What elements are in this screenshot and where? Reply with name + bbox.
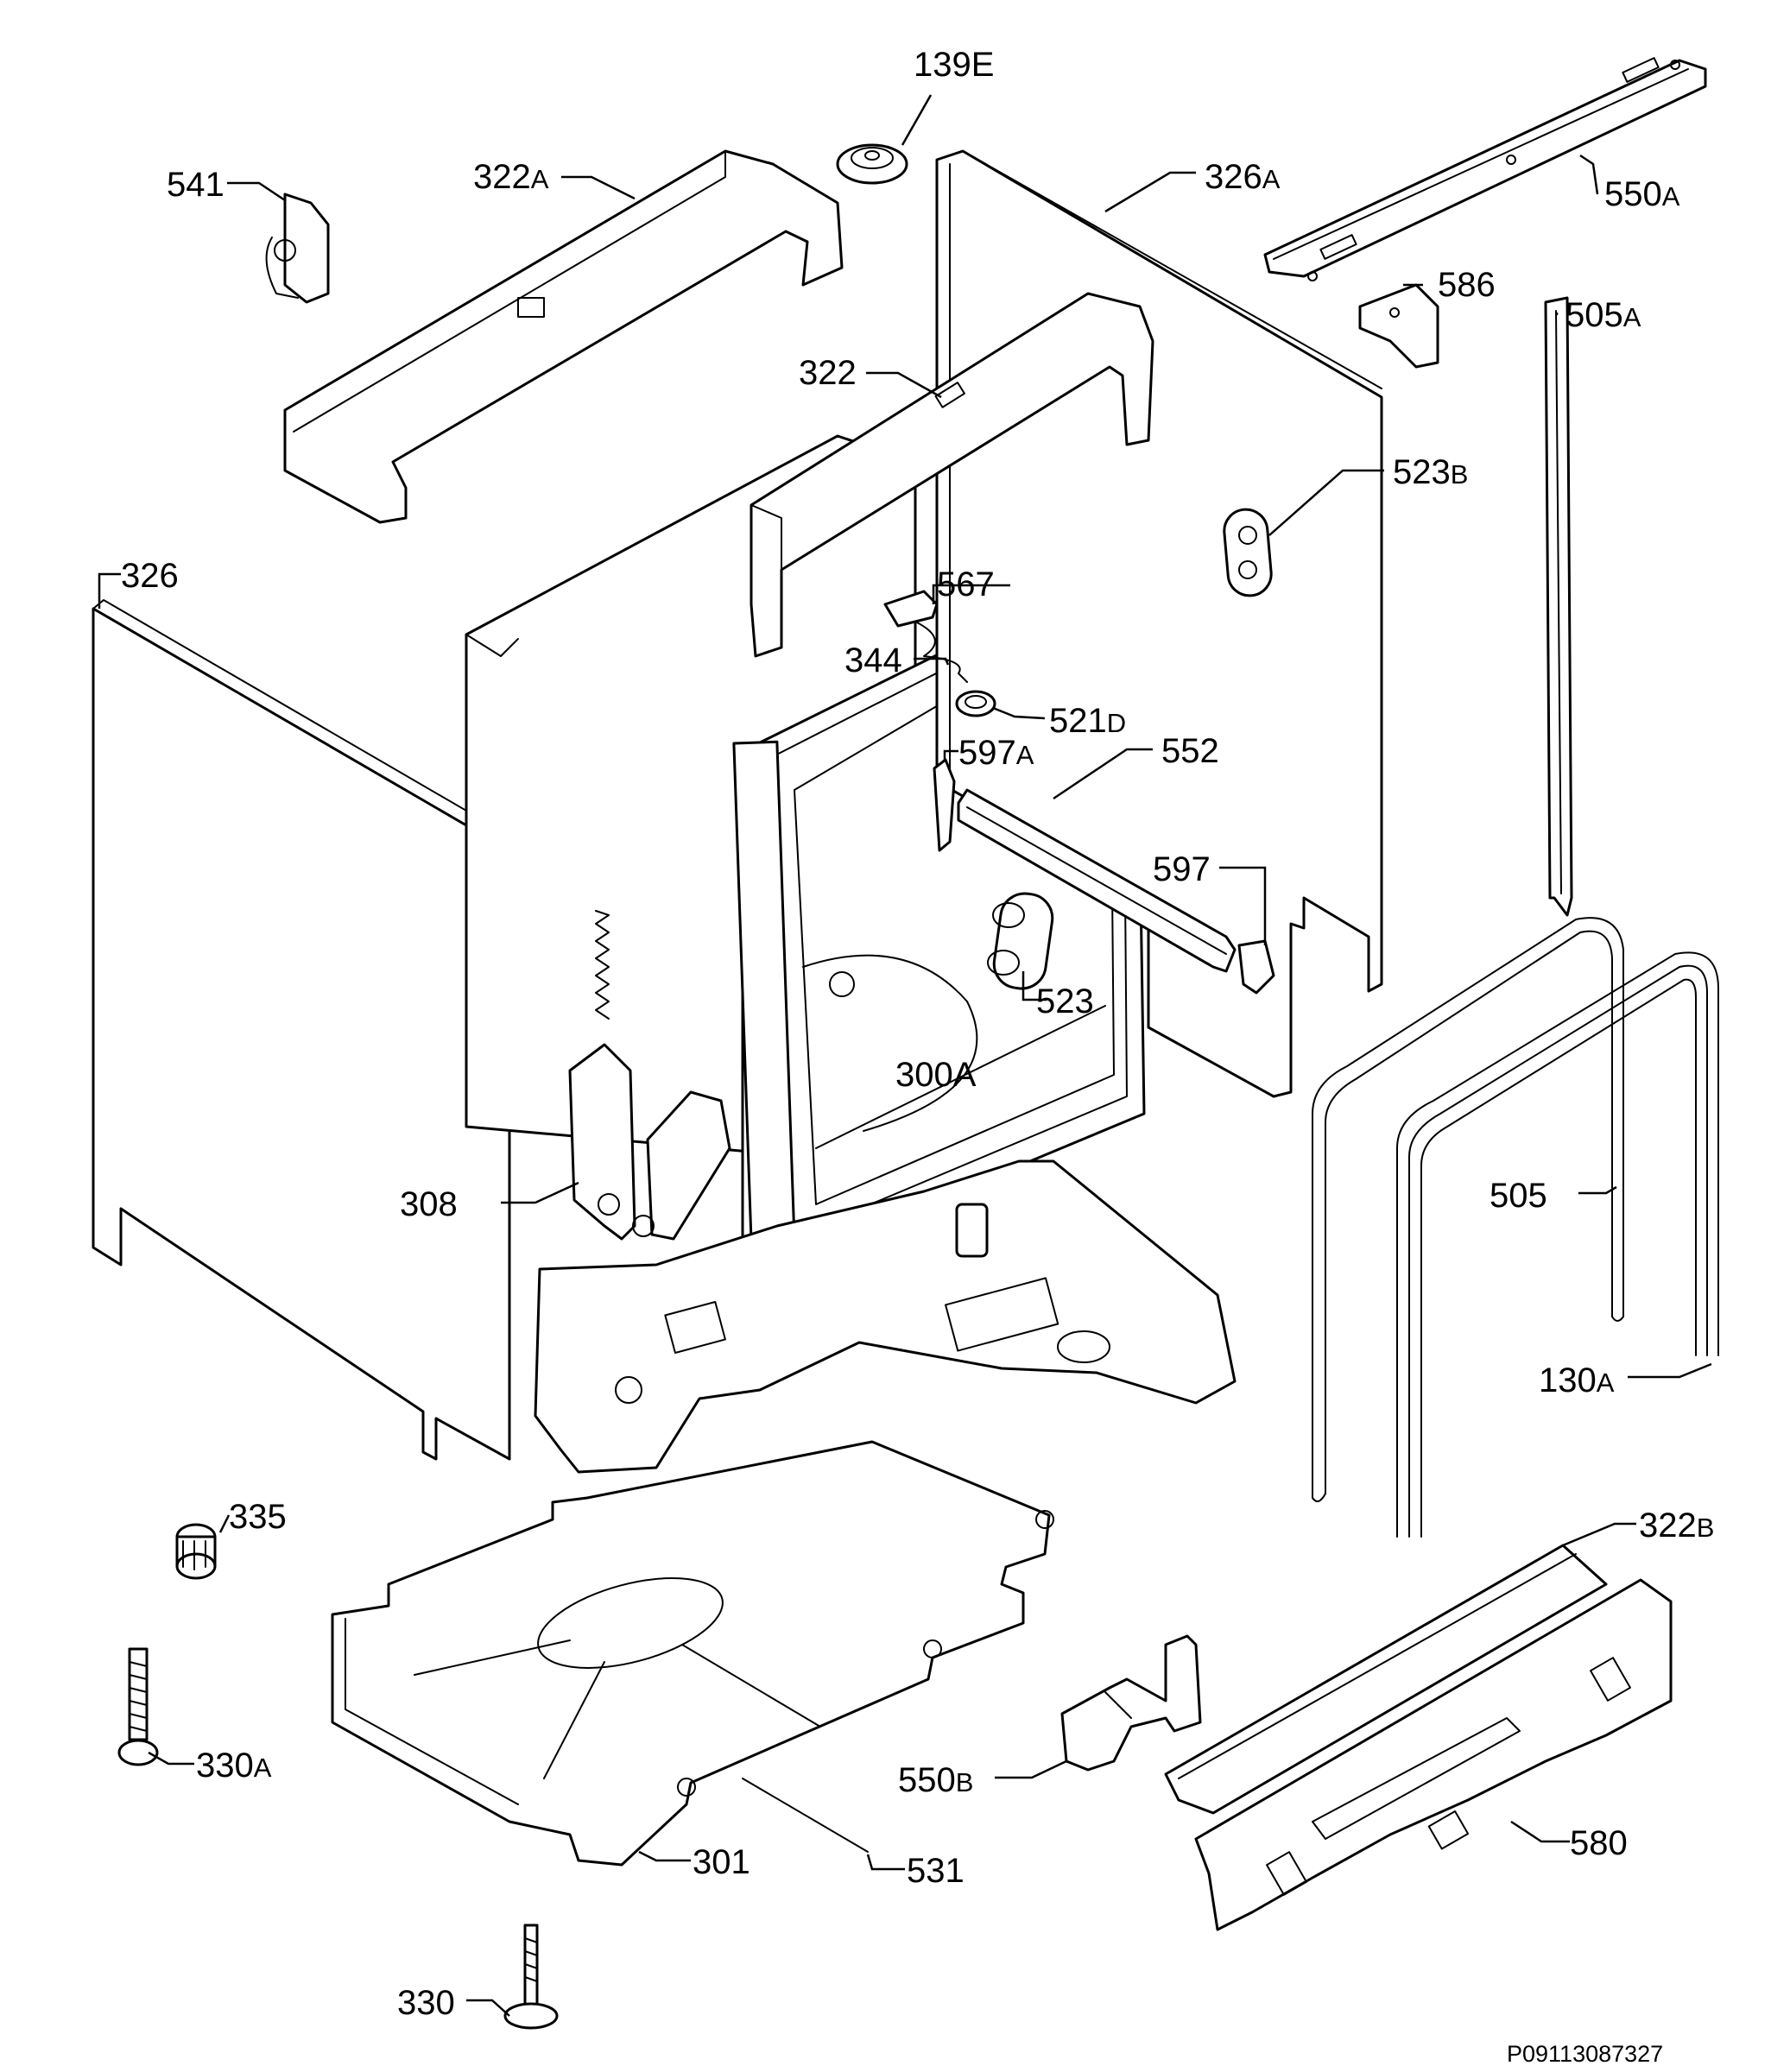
part-505A-strip (1544, 296, 1573, 917)
part-301-base-tray (331, 1440, 1054, 1867)
callout-335: 335 (229, 1498, 287, 1536)
callout-580: 580 (1570, 1824, 1628, 1862)
callout-523B: 523B (1393, 453, 1468, 491)
part-550A-mounting-bar (1263, 57, 1707, 281)
callout-505: 505 (1490, 1177, 1547, 1215)
part-335-nut (175, 1523, 217, 1580)
document-id: P09113087327 (1507, 2041, 1663, 2067)
leader-lines (98, 94, 1712, 2017)
part-330A-screw (117, 1647, 159, 1766)
callout-597: 597 (1153, 850, 1211, 888)
callout-330: 330 (397, 1984, 455, 2022)
part-586-bracket (1358, 283, 1439, 369)
part-322A-top-rail (283, 149, 844, 524)
callout-344: 344 (844, 641, 902, 679)
part-567-344-clip (883, 590, 968, 683)
callout-308: 308 (400, 1185, 458, 1223)
part-521D-ring (955, 690, 996, 717)
part-base-sump (534, 1159, 1237, 1474)
part-330-screw (503, 1924, 559, 2030)
part-326-side-panel (92, 599, 521, 1461)
callout-567: 567 (937, 565, 995, 603)
part-541-clip (265, 193, 330, 304)
callout-505A: 505A (1565, 296, 1641, 334)
callout-521D: 521D (1049, 702, 1126, 740)
part-550B-bracket (1060, 1634, 1202, 1772)
callout-552: 552 (1161, 732, 1219, 770)
part-523-grommet (987, 892, 1054, 990)
part-580-kick-plate (1194, 1578, 1673, 1931)
callout-550B: 550B (898, 1761, 973, 1799)
callout-326A: 326A (1205, 158, 1281, 196)
part-139E-knob (836, 143, 908, 185)
part-322B-rail (1164, 1544, 1608, 1815)
callout-130A: 130A (1539, 1361, 1615, 1399)
callout-597A: 597A (958, 734, 1034, 772)
callout-326: 326 (121, 557, 179, 595)
part-130A-gasket (1396, 951, 1719, 1538)
callout-586: 586 (1438, 266, 1496, 304)
callout-531: 531 (907, 1852, 965, 1890)
callout-330A: 330A (196, 1747, 272, 1785)
part-523B-grommet (1223, 508, 1273, 597)
callout-523: 523 (1036, 982, 1094, 1020)
callout-labels: 139E 541 322A 326A 550A 586 505A 322 523… (121, 46, 1714, 2022)
callout-322B: 322B (1639, 1507, 1714, 1545)
callout-541: 541 (167, 166, 225, 204)
callout-300A: 300A (895, 1056, 977, 1094)
part-308-hinge (568, 910, 731, 1241)
callout-322: 322 (799, 354, 857, 392)
callout-322A: 322A (473, 158, 549, 196)
part-322-front-frame (750, 292, 1154, 658)
part-552-rail (957, 788, 1237, 973)
callout-139E: 139E (914, 46, 994, 84)
part-531-wire (742, 1778, 869, 1853)
part-505-gasket (1312, 917, 1624, 1502)
part-597-block (1237, 939, 1275, 995)
callout-301: 301 (693, 1843, 750, 1881)
callout-550A: 550A (1604, 175, 1680, 213)
